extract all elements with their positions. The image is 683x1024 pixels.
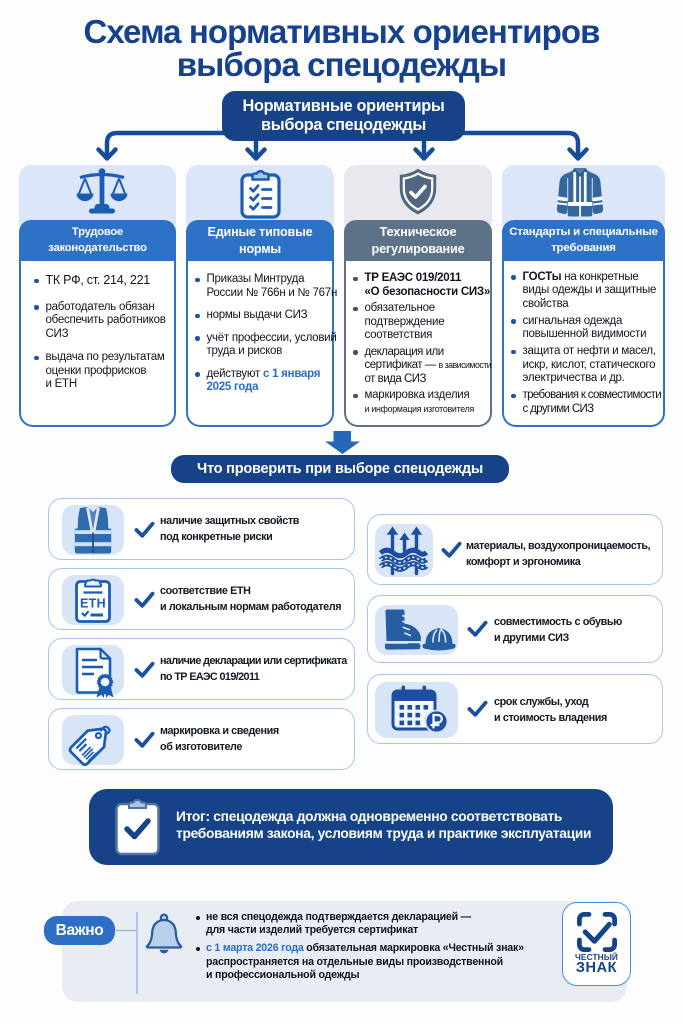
svg-text:ЕТН: ЕТН	[80, 597, 106, 611]
